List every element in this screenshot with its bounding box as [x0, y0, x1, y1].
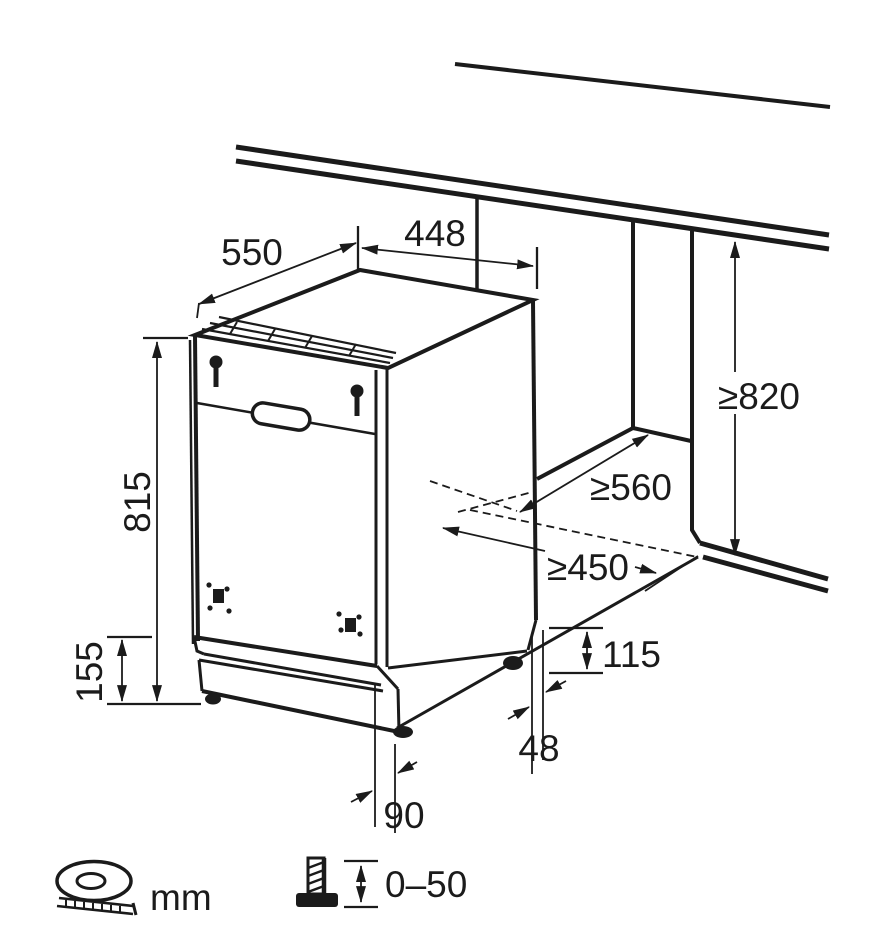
dim-niche-height-820: ≥820: [718, 240, 800, 557]
legend: mm 0–50: [55, 856, 467, 918]
dim-815-label: 815: [117, 471, 158, 533]
dim-foot-zone-115: 115: [549, 626, 661, 675]
front-left-edge: [193, 335, 200, 642]
wall-top-line: [454, 62, 831, 109]
dim-90-label: 90: [383, 795, 424, 836]
back-right-edge: [531, 300, 538, 621]
adjustable-foot: [393, 726, 413, 738]
floor-top-edge: [699, 540, 829, 582]
mounting-screw-icon: [209, 355, 223, 387]
plinth-base: [192, 636, 401, 734]
kitchen-structure: [235, 62, 831, 730]
hidden-floor-line-a: [429, 480, 518, 512]
dim-width-448: 448: [360, 213, 539, 289]
dim-base-height-155: 155: [69, 635, 152, 703]
control-panel-strip: [201, 315, 397, 365]
dim-155-label: 155: [69, 641, 110, 703]
adjustable-foot: [205, 693, 221, 705]
side-bottom-edge: [387, 649, 528, 670]
countertop-bottom-edge: [235, 158, 830, 252]
dim-height-815: 815: [107, 336, 201, 706]
door-handle: [250, 401, 312, 432]
dim-448-label: 448: [404, 213, 466, 254]
mounting-screw-icon: [350, 384, 364, 416]
mounting-bracket-icon: [206, 582, 232, 614]
dim-450-label: ≥450: [547, 547, 629, 588]
floor-diagonal-line: [396, 555, 699, 730]
mounting-bracket-icon: [336, 611, 363, 637]
adjustable-foot: [503, 656, 523, 670]
floor-bottom-edge: [702, 554, 829, 594]
left-side-sliver-edge: [188, 339, 195, 645]
dim-foot-adjust-range: [344, 859, 378, 909]
dim-48-label: 48: [518, 728, 559, 769]
measuring-tape-icon: [55, 859, 138, 916]
dim-niche-depth-560: ≥560: [519, 434, 672, 513]
dim-min-clearance-450: ≥450: [441, 526, 699, 592]
countertop-top-edge: [235, 144, 830, 238]
dishwasher: [187, 267, 540, 738]
foot-adjust-range-label: 0–50: [385, 864, 467, 905]
dim-560-label: ≥560: [590, 467, 672, 508]
dim-top-depth-550: 550: [196, 226, 360, 319]
dim-550-label: 550: [221, 232, 283, 273]
right-cabinet-front-edge: [690, 231, 702, 545]
dim-115-label: 115: [602, 634, 661, 675]
door-bottom-edge: [193, 635, 378, 668]
dim-side-gap-48: 48: [507, 630, 567, 774]
dim-820-label: ≥820: [718, 376, 800, 417]
units-label: mm: [150, 877, 212, 918]
niche-backwall-floor-edge: [632, 426, 692, 443]
adjustable-foot-icon: [296, 856, 338, 907]
dim-plinth-recess-90: 90: [350, 684, 425, 836]
